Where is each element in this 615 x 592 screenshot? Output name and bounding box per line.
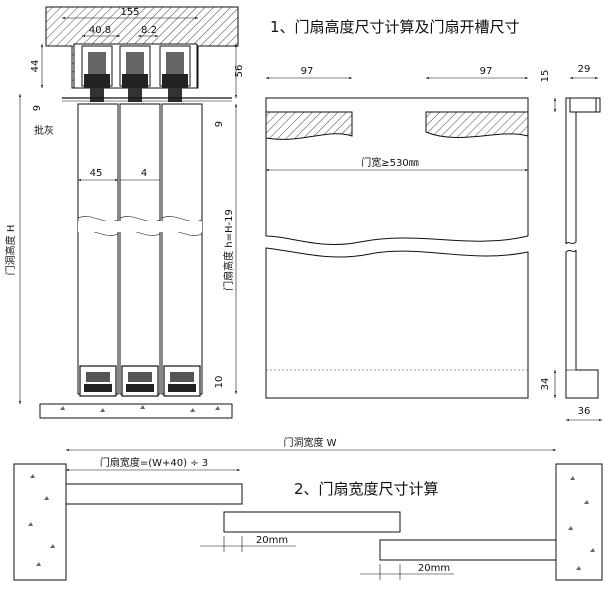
floor-slab	[39, 403, 233, 419]
door-width-min: 门宽≥530㎜	[361, 156, 418, 169]
top-track-profiles	[81, 45, 191, 102]
heading-width-calc: 2、门扇宽度尺寸计算	[294, 480, 439, 498]
dim-34: 34	[540, 378, 551, 391]
overlap-b: 20mm	[418, 563, 450, 574]
door-width-formula: 门扇宽度=(W+40) ÷ 3	[100, 456, 208, 469]
dim-8-2: 8.2	[141, 25, 157, 36]
dim-15: 15	[540, 70, 551, 83]
dim-155: 155	[120, 7, 139, 18]
left-wall	[13, 463, 67, 581]
dim-29: 29	[578, 64, 591, 75]
bottom-rollers	[79, 365, 201, 397]
dim-9-right: 9	[214, 121, 225, 127]
dim-56: 56	[234, 65, 245, 78]
dim-40-8: 40.8	[89, 25, 111, 36]
overlap-a: 20mm	[256, 535, 288, 546]
dim-10: 10	[214, 376, 225, 389]
door-panels	[77, 103, 203, 395]
opening-width-label: 门洞宽度 W	[283, 436, 336, 449]
opening-height-label: 门洞高度 H	[4, 225, 17, 276]
dim-44: 44	[30, 60, 41, 73]
right-wall	[555, 463, 603, 581]
panel-1	[65, 483, 243, 505]
dim-97-right: 97	[480, 66, 493, 77]
width-plan: 门洞宽度 W 门扇宽度=(W+40) ÷ 3 20mm 20mm 2、门扇宽度尺…	[13, 436, 603, 581]
dim-9-left: 9	[32, 105, 43, 111]
dim-97-left: 97	[301, 66, 314, 77]
dim-4: 4	[141, 168, 147, 179]
dim-45: 45	[90, 168, 103, 179]
dim-36: 36	[578, 406, 591, 417]
door-height-label: 门扇高度 h=H-19	[222, 209, 235, 291]
panel-2	[223, 511, 401, 533]
putty-label: 批灰	[34, 124, 54, 137]
heading-height-calc: 1、门扇高度尺寸计算及门扇开槽尺寸	[270, 18, 520, 36]
door-side-section: 29 15 34 36	[540, 64, 603, 422]
panel-3	[379, 539, 557, 561]
door-face-groove: 97 97 门宽≥530㎜	[265, 66, 529, 399]
left-elevation: 155 40.8 8.2 44 56 门洞高度 H 9 批灰 门扇高度 h=H-…	[4, 6, 245, 419]
